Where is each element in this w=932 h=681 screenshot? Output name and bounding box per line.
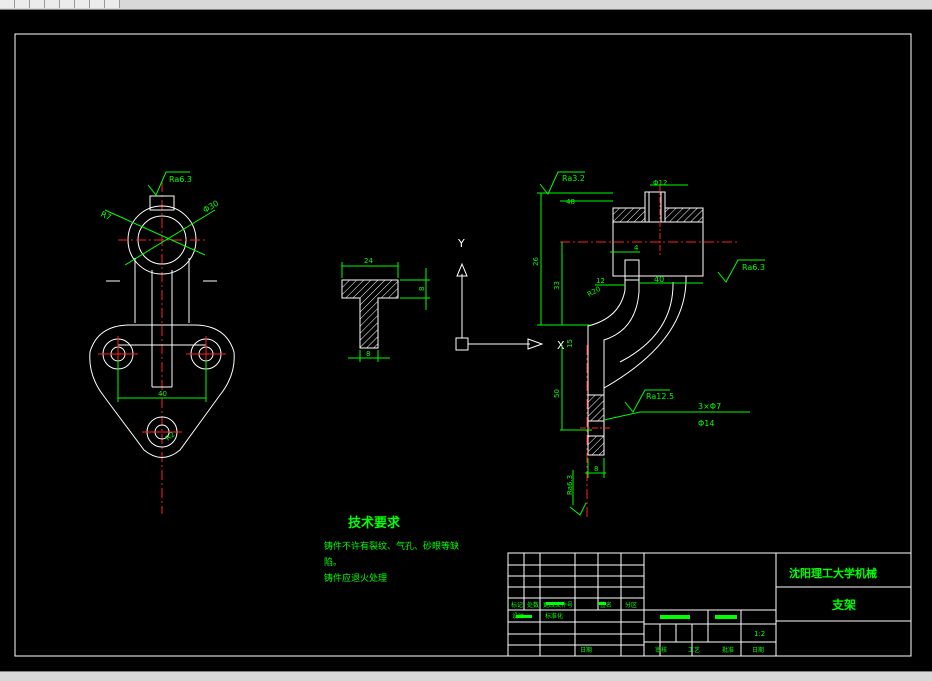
toolbar-button[interactable] xyxy=(75,0,90,8)
title-label-row4: 更改文件号 xyxy=(543,601,573,609)
title-label-row3: 分区 xyxy=(625,601,637,609)
drawing-border xyxy=(14,33,912,657)
title-school: 沈阳理工大学机械 xyxy=(789,566,877,580)
side-dim-r20: R20 xyxy=(586,285,602,299)
title-block xyxy=(507,552,912,657)
title-scale: 1:2 xyxy=(754,630,765,638)
axis-y-label: Y xyxy=(457,237,465,250)
axis-x-label: X xyxy=(557,339,565,352)
tech-req-line2: 陷。 xyxy=(324,556,342,568)
side-dim-40: 40 xyxy=(654,275,664,284)
title-label-row1: 标记 xyxy=(511,601,523,609)
title-part-name: 支架 xyxy=(831,597,856,612)
drawing-canvas[interactable]: Ra6.3 R7 Φ30 40 R2 24 8 8 Y X xyxy=(0,10,932,671)
title-bottom-2: 工艺 xyxy=(688,646,700,654)
section-dim-8v: 8 xyxy=(418,287,426,291)
side-dim-12top: Φ12 xyxy=(653,179,667,187)
side-dim-33: 33 xyxy=(553,281,561,290)
title-bottom-4: 日期 xyxy=(752,646,764,654)
toolbar-button[interactable] xyxy=(60,0,75,8)
toolbar-button[interactable] xyxy=(0,0,15,8)
title-bottom-1: 审核 xyxy=(655,646,667,654)
side-hole-note: 3×Φ7 xyxy=(698,402,721,411)
side-roughness-right: Ra6.3 xyxy=(742,263,765,272)
front-roughness-label: Ra6.3 xyxy=(169,175,192,184)
side-dim-12: 12 xyxy=(596,277,605,285)
application-toolbar xyxy=(0,0,932,10)
side-dim-26: 26 xyxy=(532,257,540,266)
title-bottom-3: 批准 xyxy=(722,646,734,654)
title-label-row6: 日期 xyxy=(580,646,592,654)
side-hole-note2: Φ14 xyxy=(698,419,714,428)
toolbar-button[interactable] xyxy=(90,0,105,8)
status-bar xyxy=(0,671,932,681)
side-dim-8: 8 xyxy=(594,465,598,473)
title-standard: 标准化 xyxy=(545,612,563,620)
front-dim-r: R7 xyxy=(99,210,112,223)
front-dim-40: 40 xyxy=(158,390,167,398)
ucs-icon xyxy=(455,262,544,351)
toolbar-button[interactable] xyxy=(30,0,45,8)
tech-req-title: 技术要求 xyxy=(348,515,401,531)
title-label-row2: 处数 xyxy=(527,601,539,609)
side-dim-top-wide: 48 xyxy=(566,198,575,206)
side-dim-50: 50 xyxy=(553,389,561,398)
side-dim-4: 4 xyxy=(634,244,639,252)
section-dim-8h: 8 xyxy=(366,350,370,358)
title-block-fills xyxy=(516,602,737,619)
section-dim-24: 24 xyxy=(364,257,373,265)
title-label-row5: 签名 xyxy=(600,601,612,609)
side-roughness-top: Ra3.2 xyxy=(562,174,585,183)
side-roughness-hole: Ra12.5 xyxy=(646,392,674,401)
toolbar-button[interactable] xyxy=(45,0,60,8)
side-view xyxy=(537,171,765,518)
section-view xyxy=(341,262,430,362)
front-view xyxy=(89,171,235,514)
side-dim-15: 15 xyxy=(566,339,574,348)
side-roughness-bottom: Ra6.3 xyxy=(566,475,574,495)
title-design: 设计 xyxy=(512,612,524,620)
tech-req-line3: 铸件应退火处理 xyxy=(324,572,387,584)
toolbar-button[interactable] xyxy=(105,0,120,8)
toolbar-button[interactable] xyxy=(15,0,30,8)
tech-req-line1: 铸件不许有裂纹、气孔、砂眼等缺 xyxy=(324,540,459,552)
